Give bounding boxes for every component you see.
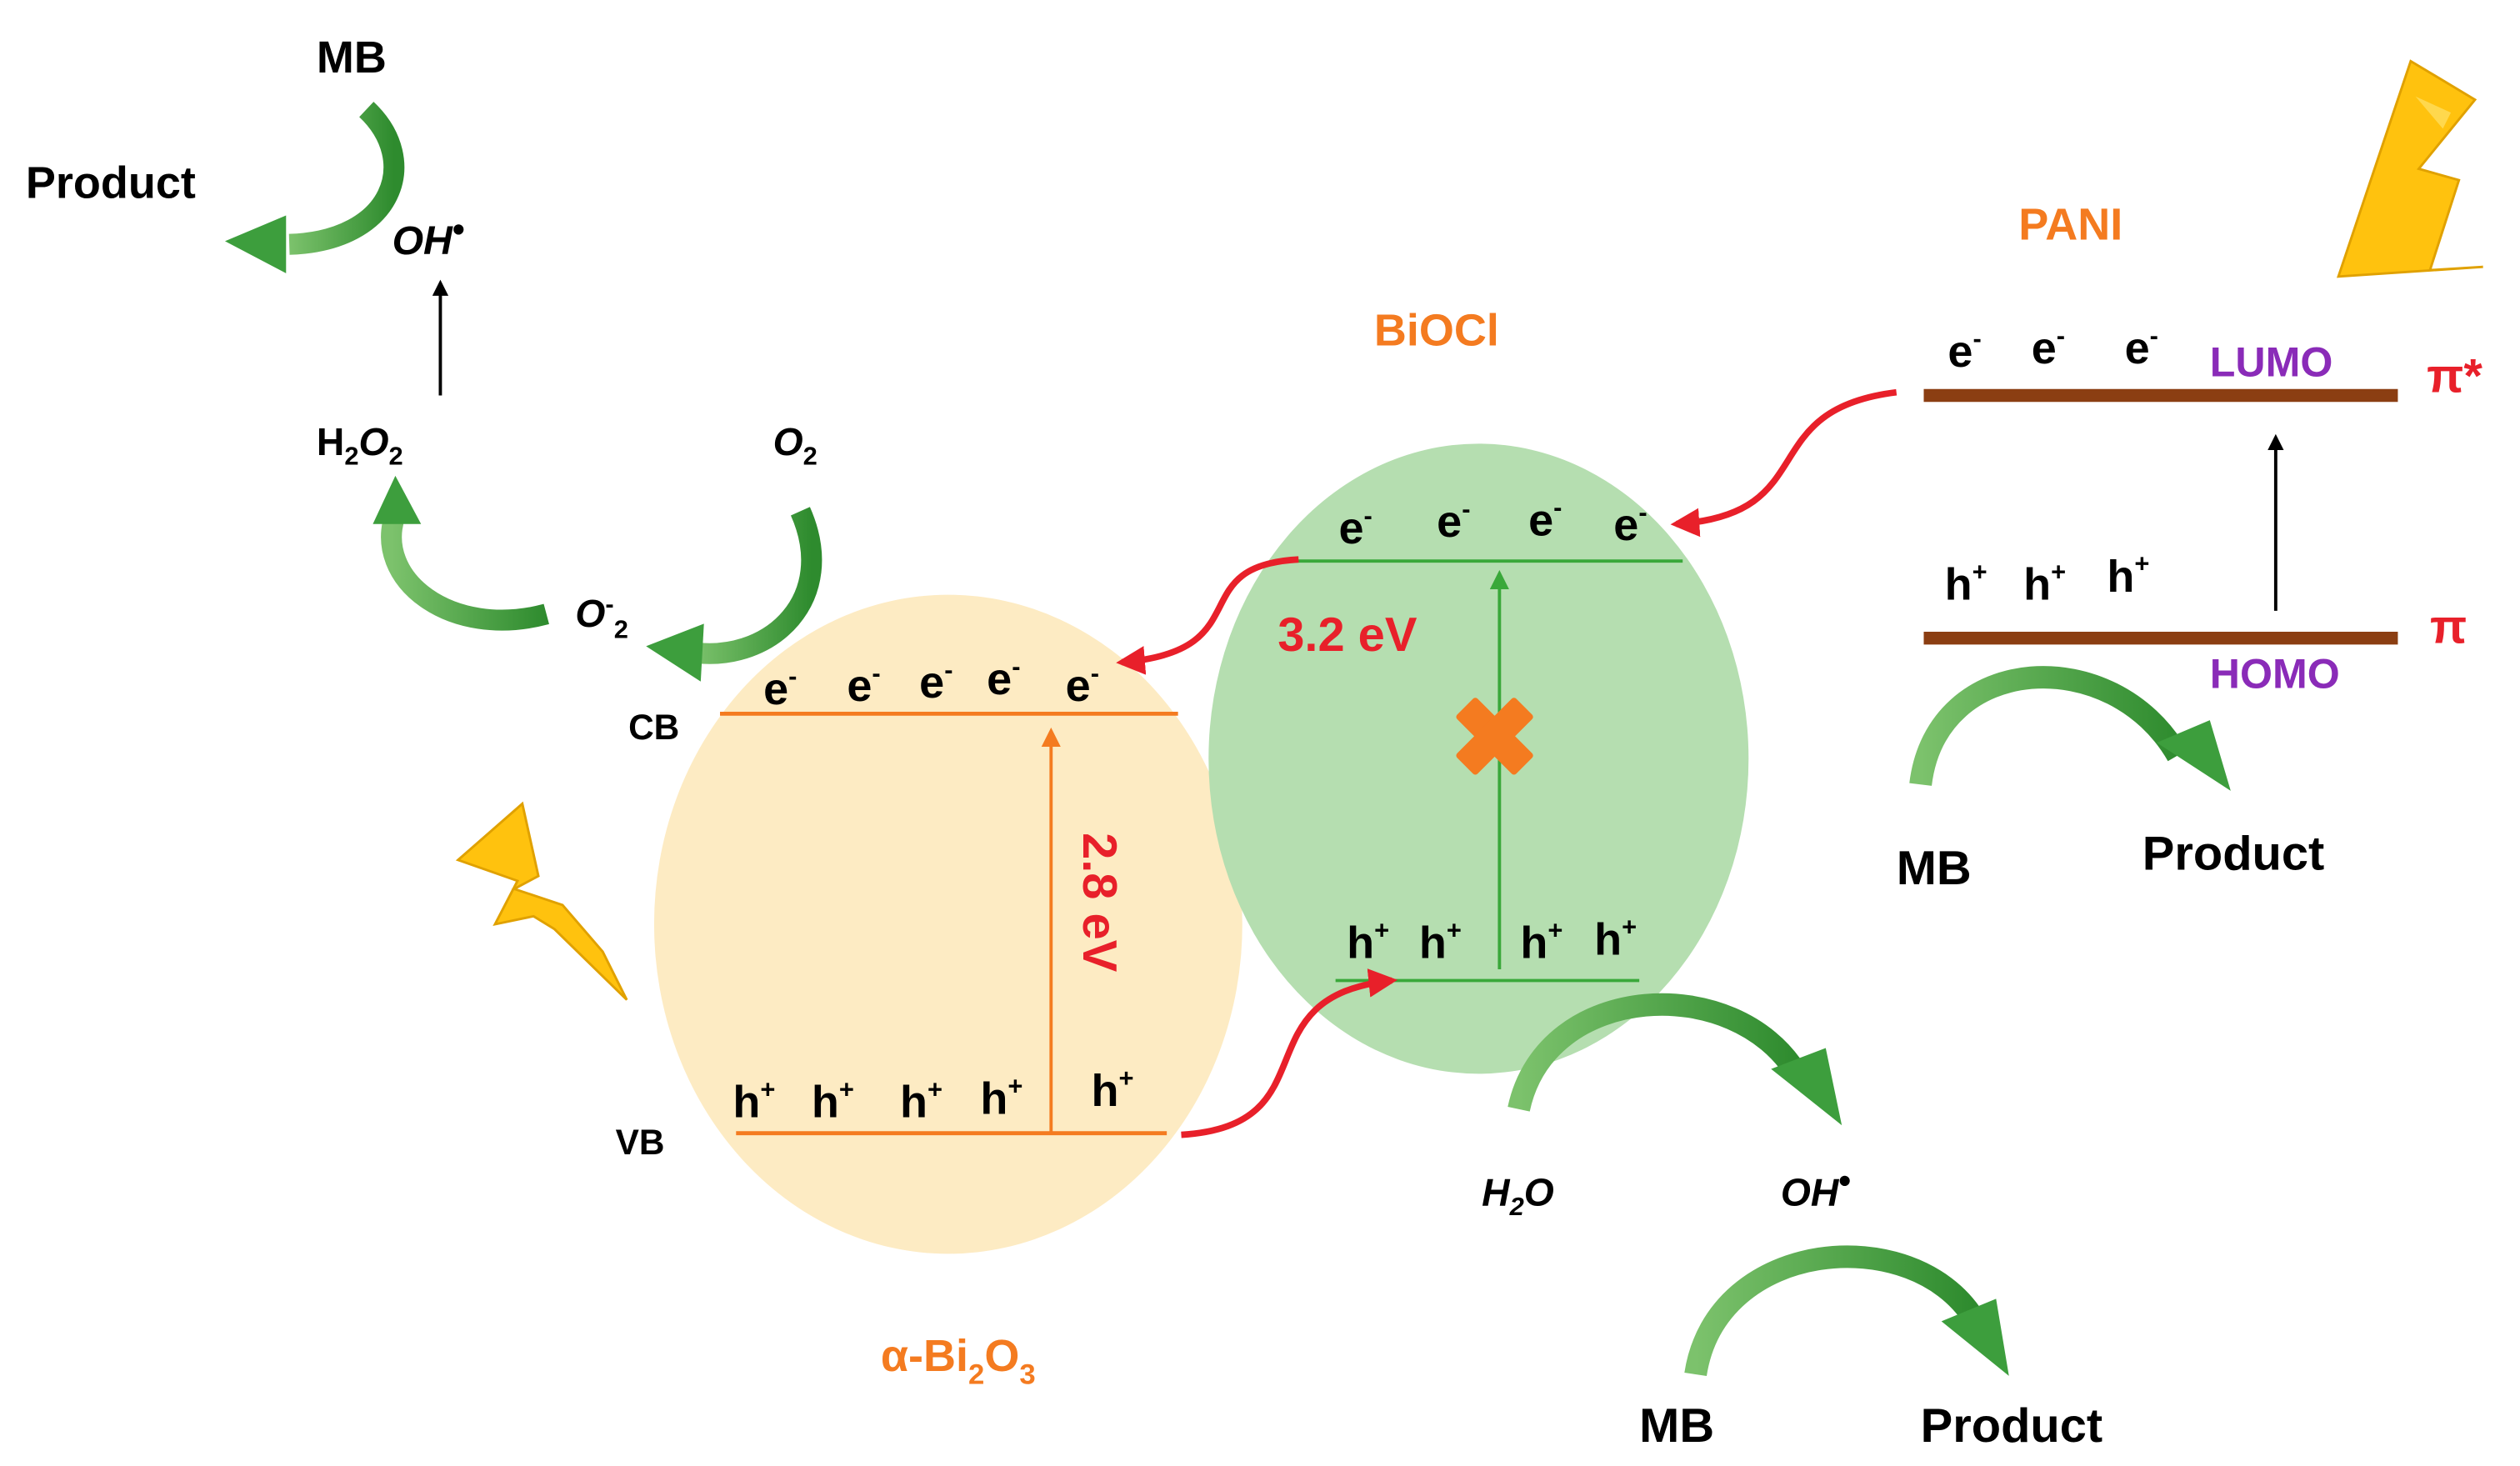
pani-holes: h+ h+ h+ [1945, 549, 2150, 610]
mb-degradation-curved-arrow [225, 102, 405, 273]
electron: e- [2032, 321, 2065, 373]
superoxide-label: O-2 [575, 589, 628, 644]
hole: h+ [1520, 915, 1562, 968]
pani-mb-degradation-curved-arrow [1909, 666, 2231, 791]
hole: h+ [2107, 549, 2149, 602]
hole: h+ [2023, 557, 2066, 609]
top-mb-label: MB [317, 33, 387, 83]
pani-homo-label: HOMO [2210, 651, 2340, 698]
electron: e- [1066, 658, 1099, 711]
electron: e- [763, 662, 797, 714]
superoxide-to-h2o2-curved-arrow [372, 475, 549, 631]
pani-electrons: e- e- e- [1948, 321, 2158, 377]
pani-lumo-label: LUMO [2210, 338, 2333, 385]
bi2o3-bandgap-label: 2.8 eV [1072, 833, 1126, 973]
biocl-holes: h+ h+ h+ h+ [1347, 913, 1637, 968]
biocl-name: BiOCl [1374, 306, 1499, 356]
electron: e- [1339, 501, 1372, 553]
hole: h+ [1092, 1063, 1134, 1116]
bi2o3-name: α-Bi2O3 [881, 1331, 1036, 1390]
lightning-icon [2337, 59, 2483, 278]
h2o-oxidation-curved-arrow [1508, 993, 1842, 1126]
pani-pi-label: π [2430, 601, 2467, 654]
hole: h+ [1945, 557, 1988, 609]
pani-pi-star-label: π* [2427, 350, 2482, 403]
oh-radical-label: OH• [1781, 1161, 1851, 1213]
top-oh-label: OH• [392, 209, 465, 263]
biocl-to-bi2o3-transfer-arrow [1116, 556, 1299, 675]
bi2o3-electrons: e- e- e- e- e- [763, 652, 1099, 714]
bi2o3-particle [653, 594, 1242, 1254]
pani-name: PANI [2018, 199, 2122, 249]
bi2o3-cb-label: CB [628, 708, 679, 747]
electron: e- [1613, 498, 1647, 550]
hole: h+ [980, 1071, 1022, 1123]
electron: e- [1948, 324, 1981, 377]
electron: e- [987, 652, 1020, 704]
hole: h+ [732, 1074, 775, 1127]
hole: h+ [1419, 915, 1462, 968]
electron: e- [847, 658, 880, 711]
o2-reduction-curved-arrow [646, 507, 822, 682]
lightning-icon [455, 801, 628, 1001]
pani-product-label: Product [2142, 827, 2325, 880]
hole: h+ [900, 1074, 942, 1127]
bottom-product-label: Product [1921, 1399, 2103, 1453]
bi2o3-holes: h+ h+ h+ h+ h+ [732, 1063, 1133, 1128]
bottom-mb-label: MB [1639, 1399, 1714, 1453]
cross-icon [1456, 698, 1533, 775]
top-product-label: Product [26, 158, 196, 208]
electron: e- [2125, 321, 2158, 373]
hole: h+ [1347, 915, 1389, 968]
o2-label: O2 [773, 420, 818, 471]
pani-mb-label: MB [1897, 842, 1972, 895]
electron: e- [919, 655, 952, 708]
electron: e- [1528, 493, 1562, 545]
electron: e- [1437, 494, 1470, 547]
h2o-label: H2O [1482, 1171, 1554, 1222]
bi2o3-vb-label: VB [616, 1123, 665, 1162]
h2o2-label: H2O2 [317, 420, 403, 471]
bottom-mb-degradation-curved-arrow [1684, 1245, 2009, 1377]
biocl-bandgap-label: 3.2 eV [1278, 608, 1418, 662]
hole: h+ [1594, 913, 1637, 965]
pani-to-biocl-transfer-arrow [1670, 388, 1898, 538]
hole: h+ [812, 1074, 854, 1127]
bi2o3-to-biocl-hole-transfer-arrow [1181, 968, 1398, 1138]
biocl-electrons: e- e- e- e- [1339, 493, 1648, 553]
